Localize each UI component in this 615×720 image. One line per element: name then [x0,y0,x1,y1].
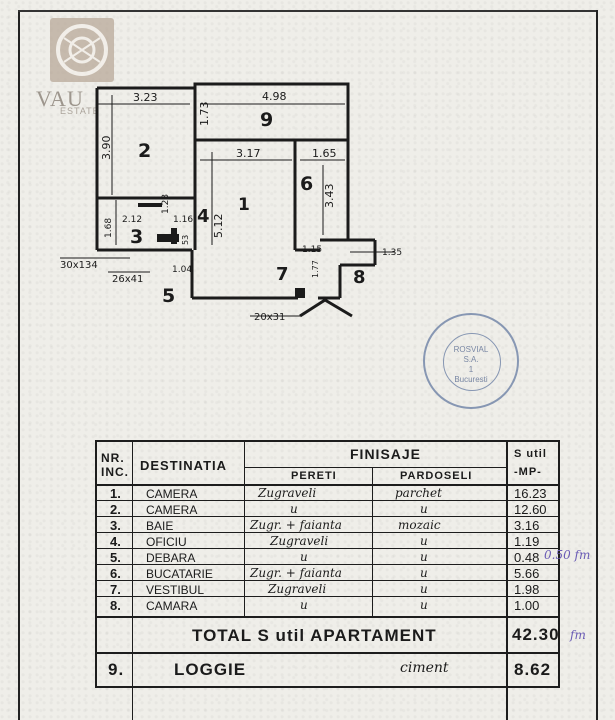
header-destinatia: DESTINATIA [140,458,228,473]
vau-logo-icon [50,18,114,82]
room-6-number: 6 [300,173,313,195]
total-note: fm [570,628,586,642]
stamp-line-1: ROSVIAL [453,345,489,354]
total-value: 42.30 [512,625,560,644]
header-pereti: PERETI [291,470,337,482]
room-8-number: 8 [353,267,366,288]
dim-1-77: 1.77 [311,260,320,278]
header-nr-inc: INC. [101,465,129,479]
room-5-number: 5 [162,285,175,307]
stamp-line-4: Bucuresti [454,375,488,384]
dim-1-16: 1.16 [173,215,193,225]
room-7-number: 7 [276,264,289,285]
dim-20x31: 20x31 [254,312,285,323]
logo-text: VAU [36,86,84,111]
dim-width-room-6: 1.65 [312,147,337,160]
dim-height-room-6: 3.43 [323,184,336,209]
room-2-number: 2 [138,140,151,162]
room-4-number: 4 [197,206,210,227]
floor-plan: 1 2 3 4 5 6 7 8 9 3.23 4.98 3.90 1.73 3.… [60,82,402,323]
debara-correction-note: 0.50 fm [544,548,591,562]
dim-1-23: 1.23 [161,194,171,214]
header-mp: -MP- [514,466,542,478]
dim-width-room-9: 4.98 [262,90,287,103]
dim-height-room-2: 3.90 [100,136,113,161]
dim-26x41: 26x41 [112,274,143,285]
loggia-finish: ciment [400,660,449,676]
room-3-number: 3 [130,226,143,248]
dim-width-room-2: 3.23 [133,91,158,104]
loggia-number: 9. [108,660,125,679]
dim-1-68: 1.68 [104,218,114,238]
frame-right-border [596,10,598,720]
dim-53: 53 [181,235,190,245]
room-9-number: 9 [260,109,273,131]
dim-height-room-1: 5.12 [212,214,225,239]
dim-1-15: 1.15 [302,245,322,255]
header-nr: NR. [101,451,125,465]
dim-1-04: 1.04 [172,265,192,275]
dim-height-room-9: 1.73 [198,102,211,127]
dim-30x134: 30x134 [60,260,98,271]
total-label: TOTAL S util APARTAMENT [192,626,437,645]
room-1-number: 1 [238,195,250,215]
company-stamp: ROSVIAL S.A. 1 Bucuresti [423,313,519,409]
dim-2-12: 2.12 [122,215,142,225]
frame-top-border [18,10,598,12]
logo-subtext: ESTATE [60,106,100,116]
header-finisaje: FINISAJE [350,446,422,462]
dim-width-room-1: 3.17 [236,147,261,160]
stamp-line-2: S.A. [463,355,479,364]
loggia-value: 8.62 [514,660,552,679]
frame-left-border [18,10,20,720]
header-s-util: S util [514,448,547,460]
dim-1-35: 1.35 [382,248,402,258]
stamp-line-3: 1 [468,365,474,374]
loggia-label: LOGGIE [174,660,247,679]
header-pardoseli: PARDOSELI [400,470,473,482]
